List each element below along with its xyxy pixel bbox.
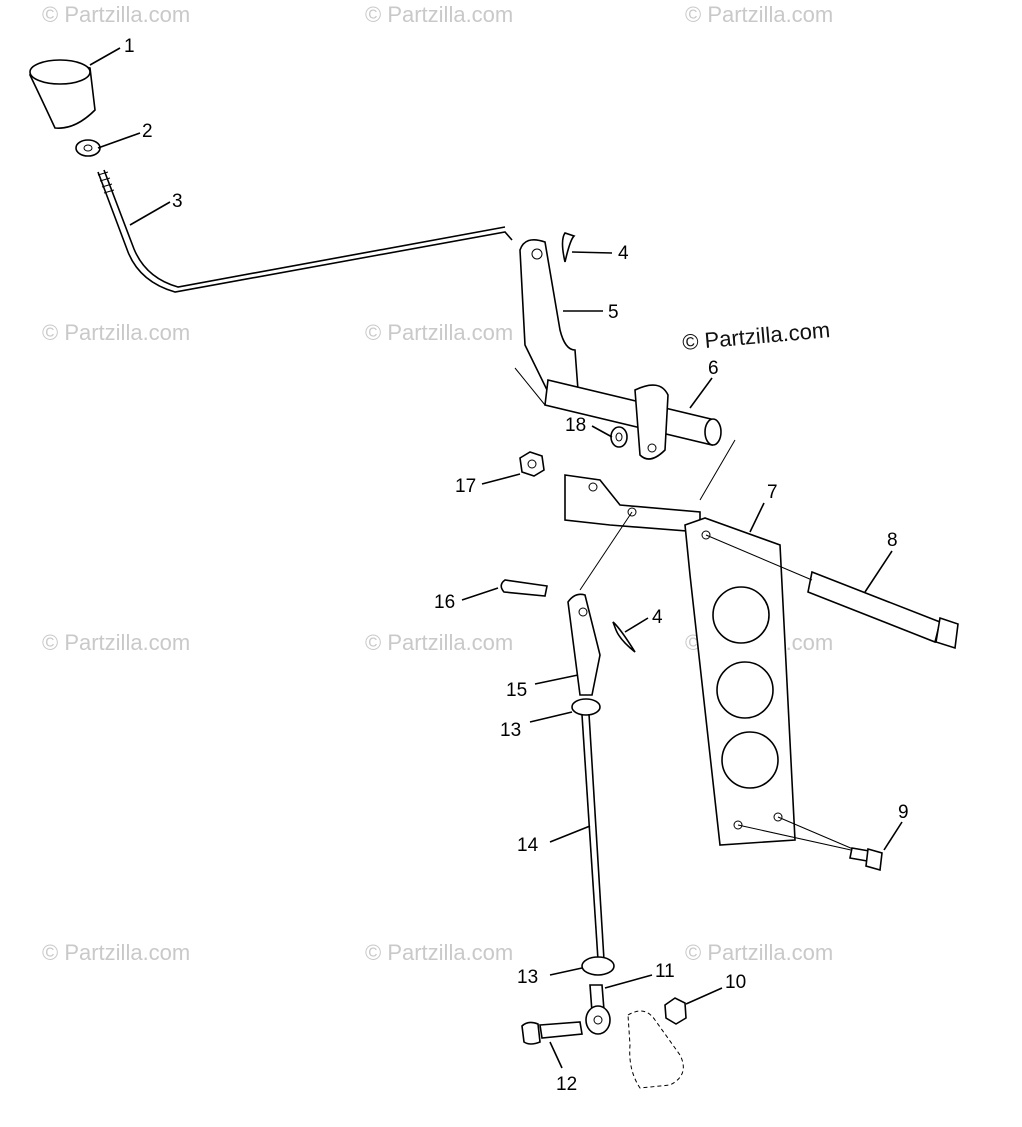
callout-13: 13 [500,720,521,741]
shaft-part [514,367,736,501]
lever-part [519,239,579,397]
threaded-rod-part [581,713,605,961]
callout-13b: 13 [517,967,538,988]
callout-10: 10 [725,972,746,993]
watermark: © Partzilla.com [42,630,190,655]
main-watermark: © Partzilla.com [681,317,831,355]
bolt-part [521,1021,583,1045]
callout-9: 9 [898,802,909,823]
callout-2: 2 [142,121,153,142]
callout-16: 16 [434,592,455,613]
callout-6: 6 [708,358,719,379]
watermark: © Partzilla.com [365,2,513,27]
nut-part [571,698,601,716]
washer-part [610,426,628,448]
callout-1: 1 [124,36,135,57]
cotter-pin-part [561,232,576,263]
callout-7: 7 [767,482,778,503]
callout-numbers: 1 2 3 4 5 6 18 17 7 8 16 4 15 13 14 9 13… [124,36,909,1095]
watermark: © Partzilla.com [365,630,513,655]
watermark: © Partzilla.com [685,2,833,27]
watermark: © Partzilla.com [42,940,190,965]
nut-part [75,139,101,157]
callout-4b: 4 [652,607,663,628]
watermarks: © Partzilla.com © Partzilla.com © Partzi… [42,2,833,965]
callout-18: 18 [565,415,586,436]
knob-part [28,59,96,129]
plate-part [684,517,861,853]
watermark: © Partzilla.com [685,940,833,965]
callout-3: 3 [172,191,183,212]
clevis-part [567,593,601,696]
callout-17: 17 [455,476,476,497]
pin-part [500,579,548,597]
callout-4: 4 [618,243,629,264]
rod-end-part [585,984,611,1035]
bolt-part [705,534,959,650]
callout-8: 8 [887,530,898,551]
watermark: © Partzilla.com [42,2,190,27]
nut-part [664,997,687,1025]
callout-11: 11 [655,961,675,982]
watermark: © Partzilla.com [365,940,513,965]
callout-12: 12 [556,1074,577,1095]
small-bolt-part [849,847,883,872]
linkage-part [627,1010,684,1089]
nut-part [581,956,615,976]
shift-rod-part [97,169,513,293]
cotter-pin-part [612,621,636,653]
callout-5: 5 [608,302,619,323]
watermark: © Partzilla.com [365,320,513,345]
bracket-part [564,474,701,591]
callout-14: 14 [517,835,539,856]
nut-part [519,451,545,477]
leader-lines [89,47,903,1069]
watermark: © Partzilla.com [42,320,190,345]
callout-15: 15 [506,680,527,701]
